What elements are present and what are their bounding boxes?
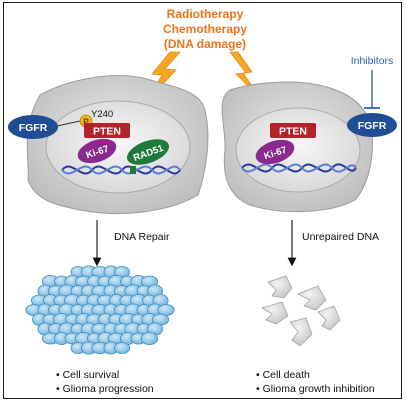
tumor-cell [114,342,131,354]
right-dna-strand-2 [241,163,357,173]
dna-repair-label: DNA Repair [114,231,170,243]
proliferating-tumor-cells [25,265,175,355]
inhibitors-label: Inhibitors [351,55,394,67]
right-outcome-1: • Cell death [256,369,310,381]
treatment-line-1: Radiotherapy [167,7,244,21]
left-cell: FGFR P Y240 PTEN Ki-67 RAD51 [8,75,209,214]
treatment-label: Radiotherapy Chemotherapy (DNA damage) [163,7,247,51]
dead-cell [289,317,313,347]
dna-damage-mark [130,166,136,174]
treatment-line-3: (DNA damage) [164,37,246,51]
left-fgfr-receptor: FGFR [8,115,58,139]
left-outcome-2: • Glioma progression [56,383,154,395]
rad51: RAD51 [126,139,170,165]
dead-cells [261,275,341,347]
phospho-site-label: Y240 [91,109,113,120]
left-outcome-1: • Cell survival [56,369,119,381]
right-nucleus [235,107,361,193]
treatment-line-2: Chemotherapy [163,22,247,36]
right-cell: PTEN Ki-67 FGFR Inhibitors [221,55,397,213]
left-ki67: Ki-67 [77,138,117,164]
left-pten: PTEN [84,123,130,138]
dead-cell [261,301,289,325]
unrepaired-dna-label: Unrepaired DNA [302,231,379,243]
left-fgfr-label: FGFR [19,122,48,134]
dead-cell [267,275,293,299]
right-fgfr-receptor: FGFR [347,113,397,137]
right-pten-label: PTEN [279,126,307,138]
dead-cell [317,305,341,331]
right-pten: PTEN [270,123,316,138]
fgfr-to-pten-connector [56,120,81,127]
dead-cell [297,285,327,311]
left-dna-strand-2 [61,165,181,175]
tumor-cell [140,331,159,345]
right-ki67: Ki-67 [255,139,295,165]
phospho-label: P [83,117,89,127]
right-fgfr-label: FGFR [358,120,387,132]
right-outcome-2: • Glioma growth inhibition [256,383,375,395]
left-pten-label: PTEN [93,126,121,138]
